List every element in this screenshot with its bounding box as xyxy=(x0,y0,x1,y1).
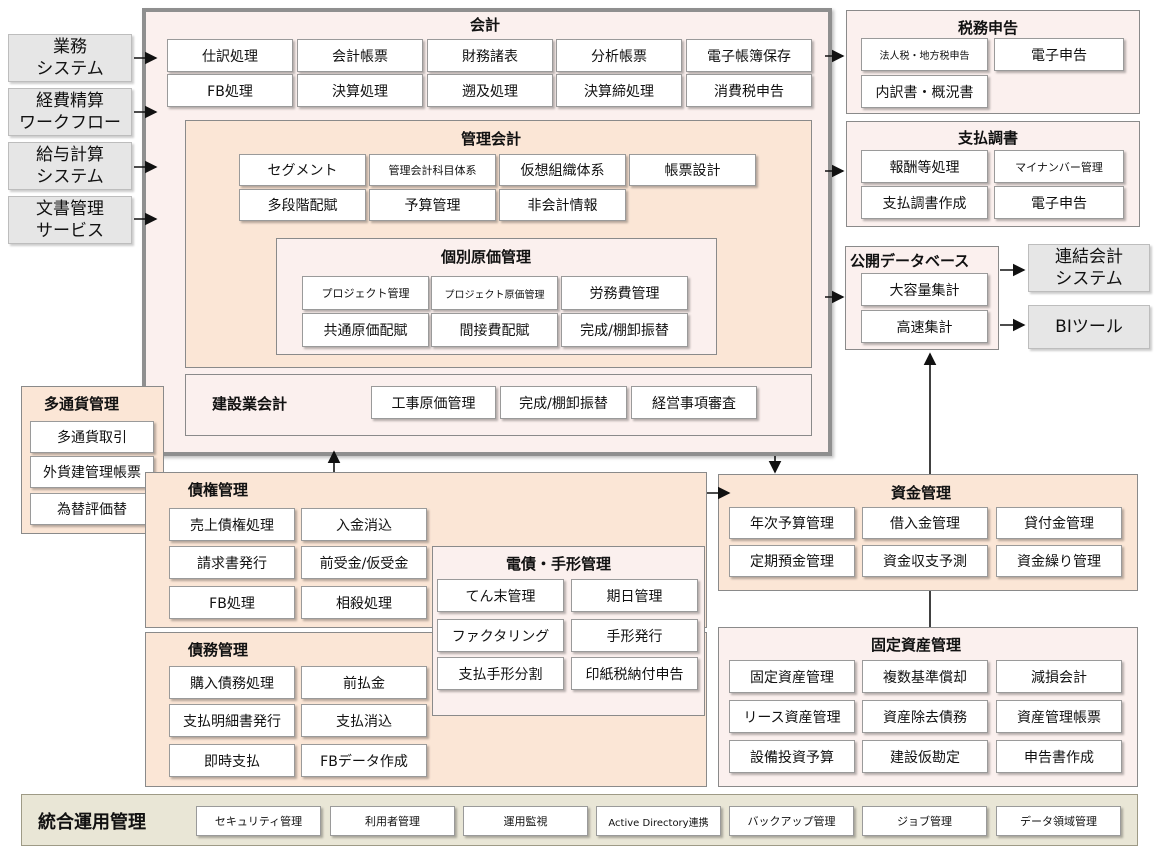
kotei-item: 建設仮勘定 xyxy=(862,740,988,773)
tougou-item: バックアップ管理 xyxy=(729,806,854,836)
tatsuka-item: 外貨建管理帳票 xyxy=(30,456,154,488)
shiharai-item: 電子申告 xyxy=(994,186,1124,219)
kotei-item: 設備投資予算 xyxy=(729,740,855,773)
kobetsu-item: 完成/棚卸振替 xyxy=(561,313,688,347)
shikin-item: 定期預金管理 xyxy=(729,545,855,577)
saimu-item: 前払金 xyxy=(301,666,427,699)
saimu-item: FBデータ作成 xyxy=(301,744,427,777)
kanri-item: セグメント xyxy=(239,154,366,186)
kaikei-title: 会計 xyxy=(470,16,501,34)
kanri-item: 管理会計科目体系 xyxy=(369,154,496,186)
kanri-title: 管理会計 xyxy=(461,130,522,148)
saimu-title: 債務管理 xyxy=(188,641,249,659)
kaikei-item: 消費税申告 xyxy=(686,74,812,107)
kobetsu-item: 間接費配賦 xyxy=(431,313,558,347)
densai-item: 手形発行 xyxy=(571,619,698,652)
shikin-item: 貸付金管理 xyxy=(996,507,1122,539)
kotei-item: 複数基準償却 xyxy=(862,660,988,693)
kotei-item: 資産管理帳票 xyxy=(996,700,1122,733)
tougou-item: 利用者管理 xyxy=(330,806,455,836)
koukai-item: 大容量集計 xyxy=(861,273,988,306)
densai-item: 支払手形分割 xyxy=(437,657,564,690)
shikin-title: 資金管理 xyxy=(891,484,952,502)
external-renketsu-system: 連結会計 システム xyxy=(1028,244,1150,292)
kotei-item: 資産除去債務 xyxy=(862,700,988,733)
kaikei-item: 会計帳票 xyxy=(297,39,423,72)
densai-item: 期日管理 xyxy=(571,579,698,612)
kensetsu-item: 経営事項審査 xyxy=(631,386,757,419)
kobetsu-item: 労務費管理 xyxy=(561,276,688,310)
kanri-item: 非会計情報 xyxy=(499,189,626,221)
tougou-item: Active Directory連携 xyxy=(596,806,721,836)
densai-title: 電債・手形管理 xyxy=(506,555,612,573)
kaikei-item: 財務諸表 xyxy=(427,39,553,72)
kaikei-item: 遡及処理 xyxy=(427,74,553,107)
external-gyoumu-system: 業務 システム xyxy=(8,34,132,82)
kanri-item: 多段階配賦 xyxy=(239,189,366,221)
kensetsu-title: 建設業会計 xyxy=(212,395,288,413)
saimu-item: 支払明細書発行 xyxy=(169,704,295,737)
kobetsu-title: 個別原価管理 xyxy=(441,248,532,266)
shikin-item: 借入金管理 xyxy=(862,507,988,539)
saimu-item: 即時支払 xyxy=(169,744,295,777)
kotei-item: 減損会計 xyxy=(996,660,1122,693)
tatsuka-item: 多通貨取引 xyxy=(30,421,154,453)
densai-item: ファクタリング xyxy=(437,619,564,652)
kaikei-item: 仕訳処理 xyxy=(167,39,293,72)
kotei-item: 申告書作成 xyxy=(996,740,1122,773)
saiken-item: 入金消込 xyxy=(301,508,427,541)
saimu-item: 支払消込 xyxy=(301,704,427,737)
kaikei-item: 決算処理 xyxy=(297,74,423,107)
koukai-title: 公開データベース xyxy=(850,252,970,270)
kobetsu-item: プロジェクト管理 xyxy=(302,276,429,310)
saimu-item: 購入債務処理 xyxy=(169,666,295,699)
external-bi-tool: BIツール xyxy=(1028,305,1150,349)
tougou-item: セキュリティ管理 xyxy=(196,806,321,836)
kanri-item: 帳票設計 xyxy=(629,154,756,186)
tougou-item: 運用監視 xyxy=(463,806,588,836)
koukai-item: 高速集計 xyxy=(861,310,988,343)
kanri-item: 予算管理 xyxy=(369,189,496,221)
kobetsu-item: 共通原価配賦 xyxy=(302,313,429,347)
shiharai-item: 支払調書作成 xyxy=(861,186,988,219)
kaikei-item: 決算締処理 xyxy=(556,74,682,107)
saiken-item: 前受金/仮受金 xyxy=(301,546,427,579)
densai-item: 印紙税納付申告 xyxy=(571,657,698,690)
saiken-item: FB処理 xyxy=(169,586,295,619)
external-keihi-workflow: 経費精算 ワークフロー xyxy=(8,88,132,136)
zeimu-item: 法人税・地方税申告 xyxy=(861,38,988,71)
kobetsu-item: プロジェクト原価管理 xyxy=(431,276,558,310)
kotei-item: 固定資産管理 xyxy=(729,660,855,693)
tatsuka-item: 為替評価替 xyxy=(30,493,154,525)
kaikei-item: FB処理 xyxy=(167,74,293,107)
external-bunsho-service: 文書管理 サービス xyxy=(8,196,132,244)
tougou-item: ジョブ管理 xyxy=(862,806,987,836)
kensetsu-item: 工事原価管理 xyxy=(371,386,496,419)
saiken-title: 債権管理 xyxy=(188,481,249,499)
tougou-item: データ領域管理 xyxy=(996,806,1121,836)
densai-item: てん末管理 xyxy=(437,579,564,612)
saiken-item: 相殺処理 xyxy=(301,586,427,619)
tatsuka-title: 多通貨管理 xyxy=(44,395,120,413)
shiharai-item: 報酬等処理 xyxy=(861,150,988,183)
zeimu-item: 内訳書・概況書 xyxy=(861,75,988,108)
zeimu-title: 税務申告 xyxy=(958,19,1019,37)
kotei-title: 固定資産管理 xyxy=(871,636,962,654)
kaikei-item: 分析帳票 xyxy=(556,39,682,72)
kaikei-item: 電子帳簿保存 xyxy=(686,39,812,72)
saiken-item: 請求書発行 xyxy=(169,546,295,579)
shikin-item: 資金収支予測 xyxy=(862,545,988,577)
saiken-item: 売上債権処理 xyxy=(169,508,295,541)
tougou-title: 統合運用管理 xyxy=(38,812,146,833)
kanri-item: 仮想組織体系 xyxy=(499,154,626,186)
kotei-item: リース資産管理 xyxy=(729,700,855,733)
shiharai-item: マイナンバー管理 xyxy=(994,150,1124,183)
shikin-item: 年次予算管理 xyxy=(729,507,855,539)
kensetsu-item: 完成/棚卸振替 xyxy=(500,386,627,419)
zeimu-item: 電子申告 xyxy=(994,38,1124,71)
shikin-item: 資金繰り管理 xyxy=(996,545,1122,577)
shiharai-title: 支払調書 xyxy=(958,129,1019,147)
external-kyuyo-system: 給与計算 システム xyxy=(8,142,132,190)
